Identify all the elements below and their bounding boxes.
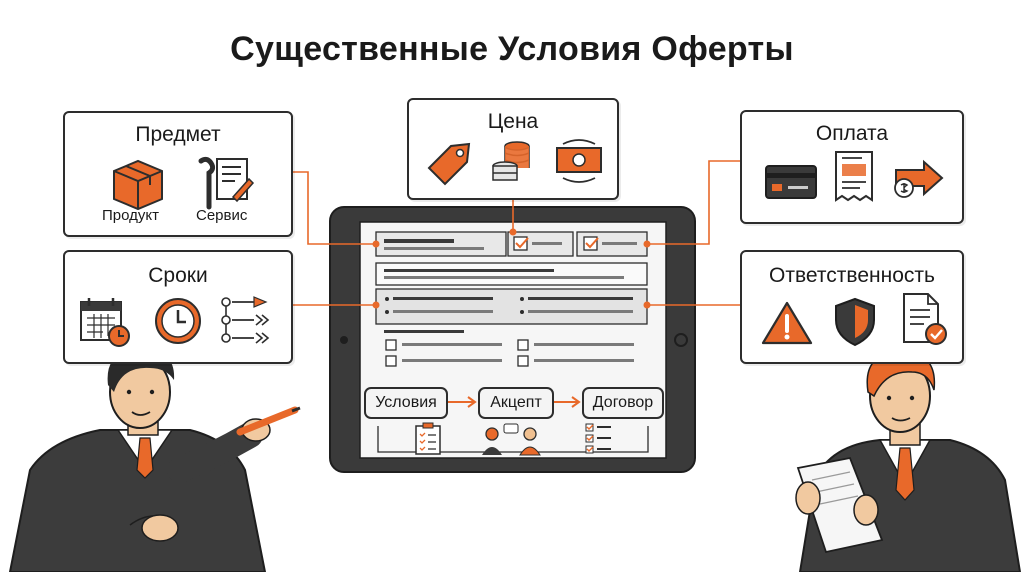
presenter-man-illustration <box>8 349 301 572</box>
credit-card-icon <box>765 165 817 199</box>
reader-man-illustration <box>795 351 1022 572</box>
checklist-clipboard-icon <box>415 422 441 455</box>
warning-icon <box>761 301 813 345</box>
clock-icon <box>155 298 201 344</box>
approved-document-icon <box>903 293 947 345</box>
card-price: Цена <box>407 98 619 200</box>
card-payment: Оплата <box>740 110 964 224</box>
card-terms-title: Сроки <box>148 264 208 287</box>
invoice-icon <box>835 151 873 202</box>
wrench-document-icon <box>198 156 255 210</box>
people-dialog-icon <box>482 423 541 456</box>
shield-icon <box>835 297 875 347</box>
card-liability-title: Ответственность <box>769 264 935 287</box>
flow-step-conditions: Условия <box>364 387 448 419</box>
connector-lines <box>291 160 740 306</box>
checklist-icon <box>585 423 611 454</box>
card-subject-title: Предмет <box>135 123 221 146</box>
card-price-title: Цена <box>487 110 539 133</box>
payment-arrow-icon <box>894 159 944 198</box>
card-terms: Сроки <box>63 250 293 364</box>
card-subject: Предмет Продукт Сервис <box>63 111 293 237</box>
box-icon <box>113 159 163 211</box>
flow-step-contract: Договор <box>582 387 664 419</box>
page-title: Существенные Условия Оферты <box>230 30 794 68</box>
card-liability: Ответственность <box>740 250 964 364</box>
flow-step-acceptance: Акцепт <box>478 387 554 419</box>
banknote-exchange-icon <box>556 139 602 183</box>
price-tag-icon <box>427 142 471 186</box>
connector-dots <box>372 228 651 309</box>
timeline-icon <box>221 296 270 344</box>
card-payment-title: Оплата <box>815 122 889 145</box>
coin-stack-icon <box>492 141 530 181</box>
card-subject-item-service: Сервис <box>196 207 248 224</box>
calendar-icon <box>80 298 130 347</box>
card-subject-item-product: Продукт <box>102 207 159 224</box>
tablet-screen-form <box>375 231 649 453</box>
